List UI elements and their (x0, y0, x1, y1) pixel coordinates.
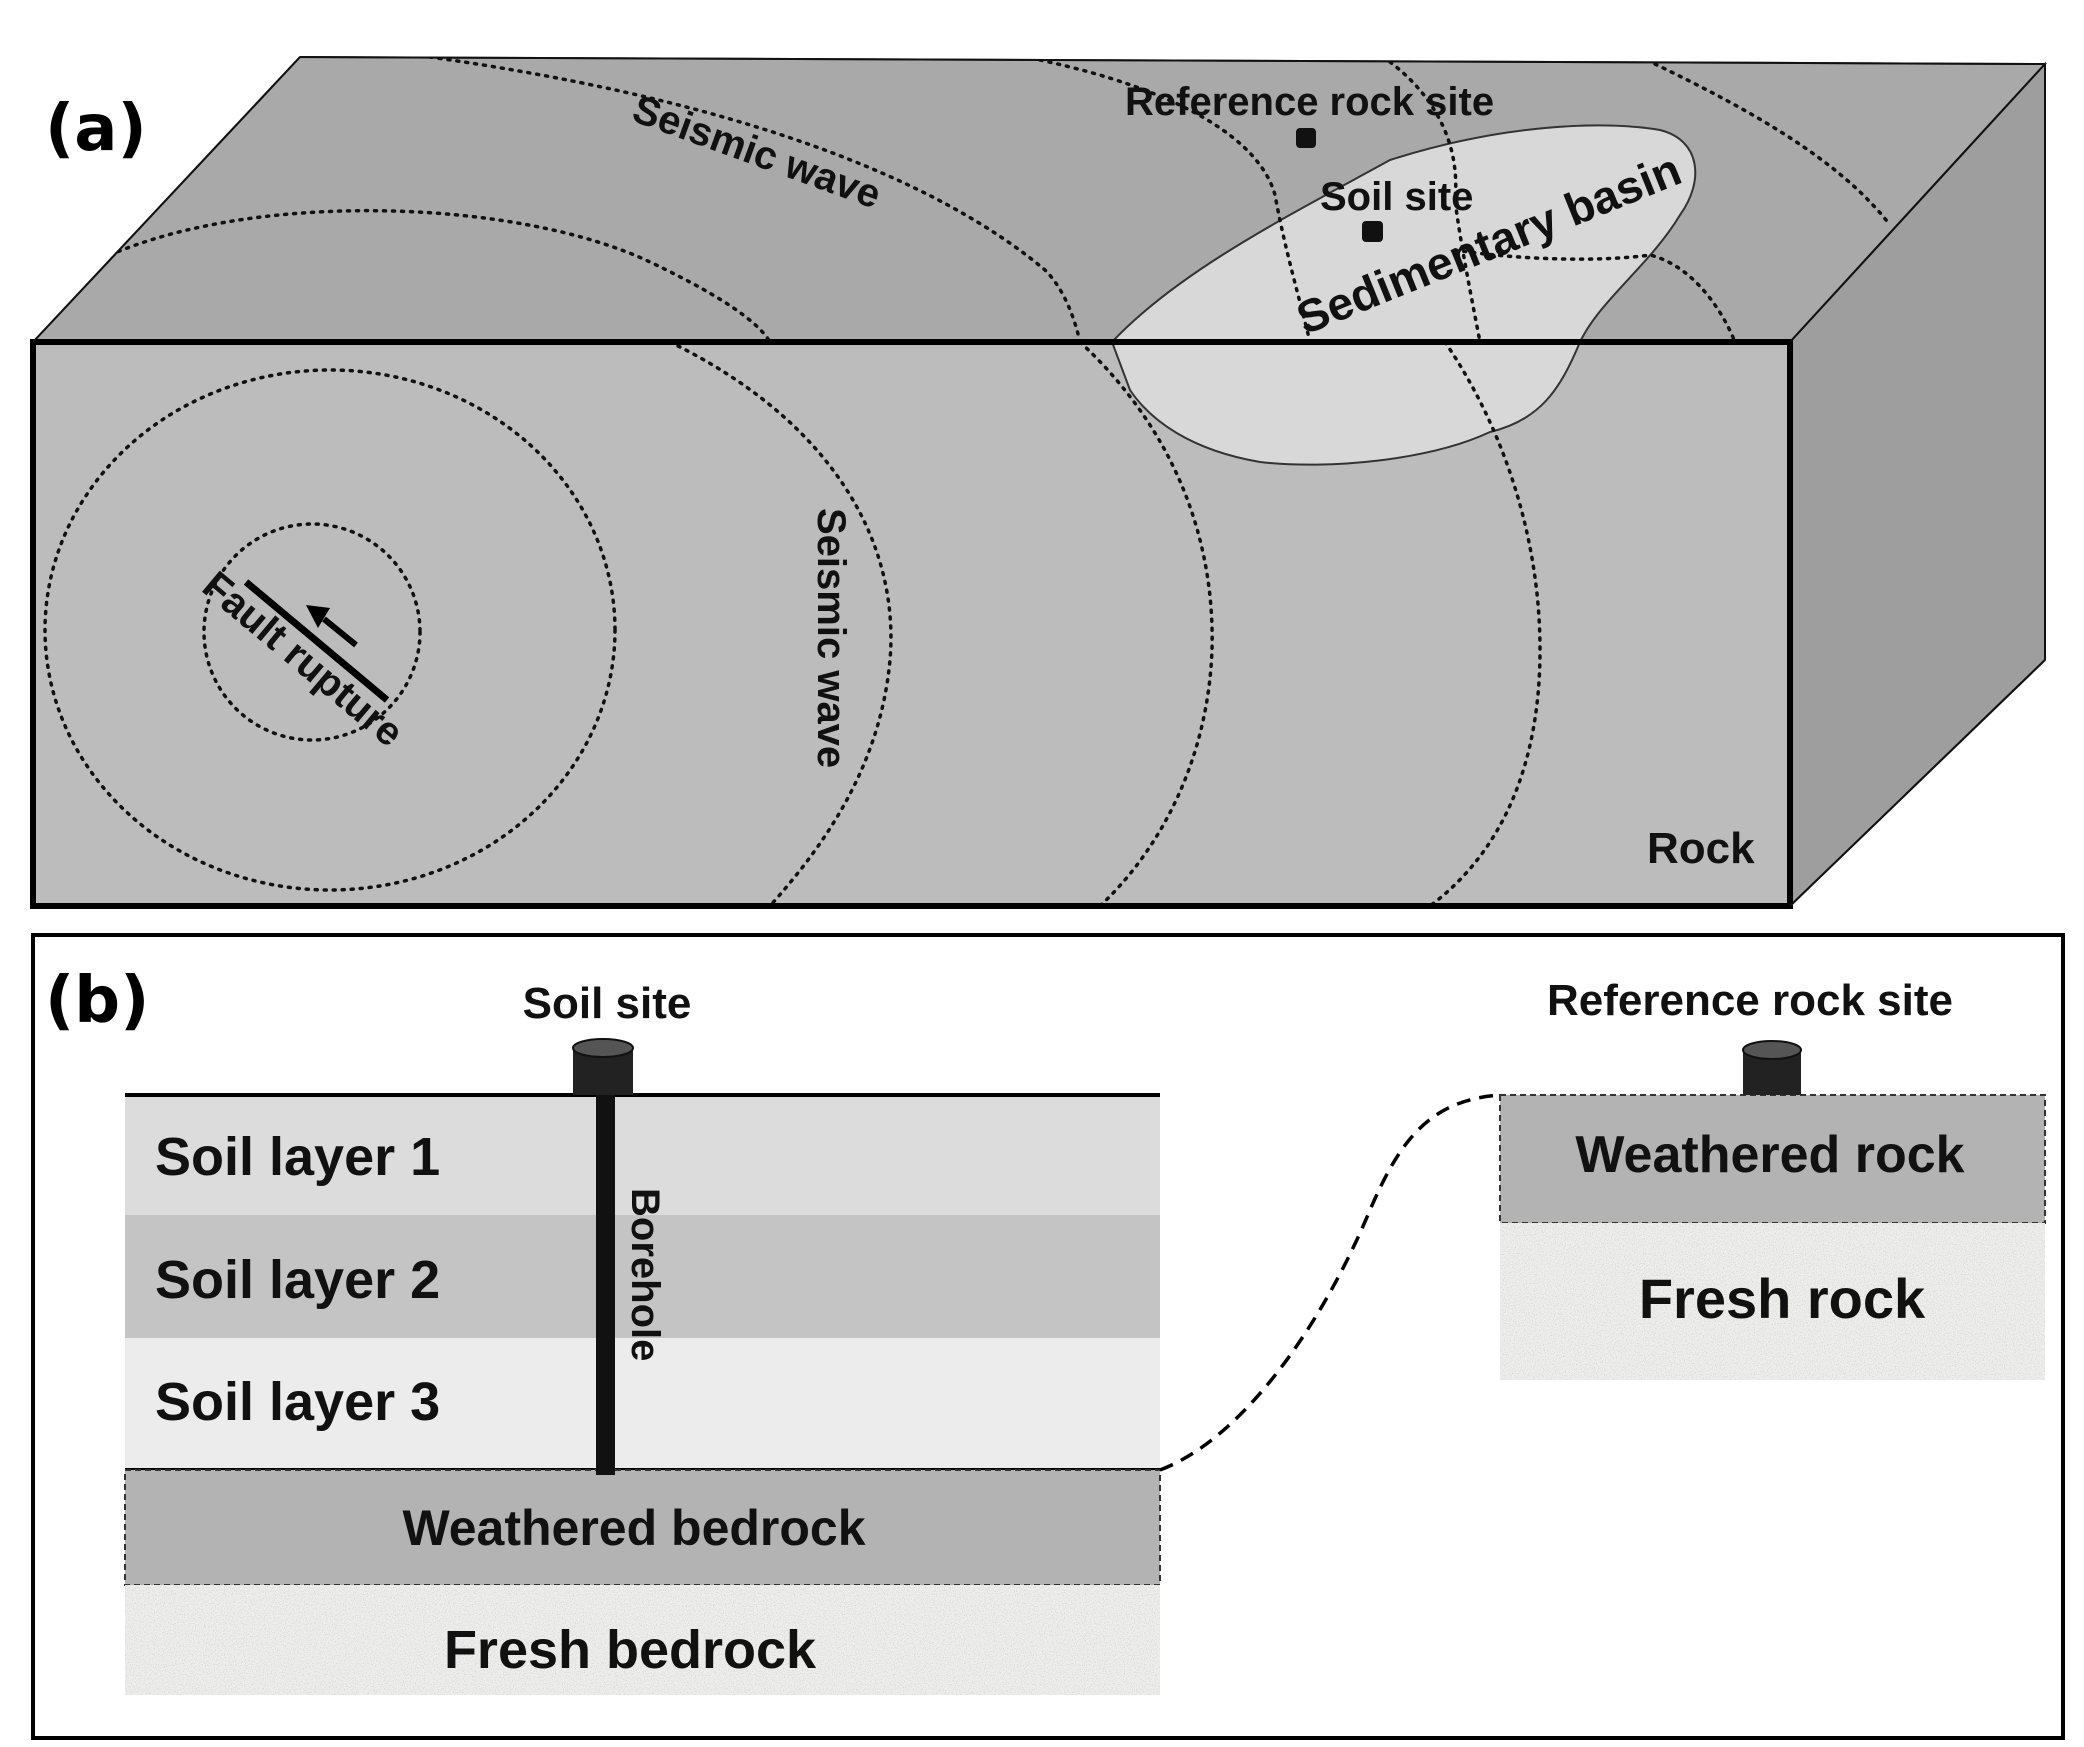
soil-site-label-b: Soil site (523, 979, 692, 1028)
soil-site-marker (1362, 221, 1383, 242)
fresh-bedrock-texture (125, 1585, 1160, 1695)
reference-rock-site-sensor (1742, 1040, 1802, 1095)
block-top-right-edge (1789, 63, 2046, 343)
wavefront-top-2 (428, 57, 1082, 342)
fault-slip-arrow-head (306, 605, 330, 628)
block-top-back-edge (299, 56, 2046, 65)
soil-layer-1 (125, 1095, 1160, 1215)
block-side-bottom-edge (1789, 659, 2046, 907)
wavefront-front-5 (1428, 342, 1542, 906)
block-front-outline (30, 339, 1793, 909)
wavefront-top-5 (1453, 248, 1737, 342)
panel-b: (b) Soil site Reference rock site Soil l… (31, 933, 2065, 1740)
wavefront-front-2 (43, 368, 617, 892)
fault-slip-arrow-shaft (322, 616, 358, 648)
seismic-wave-front-label: Seismic wave (809, 508, 853, 768)
wavefront-top-1 (108, 208, 772, 342)
weathered-bedrock-layer (124, 1469, 1161, 1586)
wavefront-top-4 (1388, 60, 1482, 342)
panel-a: (a) Seismic wave Reference rock site Soi… (30, 55, 2048, 909)
soil-layer-3-label: Soil layer 3 (155, 1372, 440, 1432)
panel-a-label: (a) (45, 92, 147, 166)
fresh-rock-texture (1500, 1223, 2045, 1380)
weathered-bedrock-label: Weathered bedrock (402, 1500, 865, 1556)
soil-layer-2 (125, 1215, 1160, 1338)
borehole-label: Borehole (623, 1188, 667, 1361)
front-wavefronts (43, 342, 1542, 906)
terrain-connector (1159, 1093, 1501, 1472)
panel-b-label: (b) (45, 964, 149, 1038)
rock-label: Rock (1647, 824, 1755, 873)
soil-layer-3 (125, 1338, 1160, 1470)
reference-rock-site-label-b: Reference rock site (1547, 976, 1953, 1025)
wavefront-top-6 (1653, 62, 1892, 227)
fault-rupture-line (243, 579, 390, 703)
soil-site-label-a: Soil site (1320, 175, 1473, 219)
wavefront-front-1 (202, 522, 422, 742)
wavefront-front-4 (1078, 342, 1214, 906)
reference-rock-site-marker (1296, 128, 1316, 148)
fresh-rock-label: Fresh rock (1639, 1267, 1926, 1330)
soil-site-sensor (572, 1038, 634, 1095)
soil-layer-2-label: Soil layer 2 (155, 1250, 440, 1310)
soil-layer-1-label: Soil layer 1 (155, 1127, 440, 1187)
reference-rock-site-label-a: Reference rock site (1125, 80, 1494, 124)
block-top-left-edge (32, 56, 301, 343)
weathered-rock-label: Weathered rock (1575, 1126, 1964, 1184)
block-top-face (30, 55, 2048, 343)
wavefront-front-3 (668, 342, 893, 906)
sedimentary-basin (1109, 124, 1697, 343)
wavefront-top-3 (1038, 58, 1312, 342)
borehole (596, 1090, 615, 1475)
fresh-bedrock-label: Fresh bedrock (444, 1620, 817, 1680)
top-wavefronts (108, 57, 1892, 342)
